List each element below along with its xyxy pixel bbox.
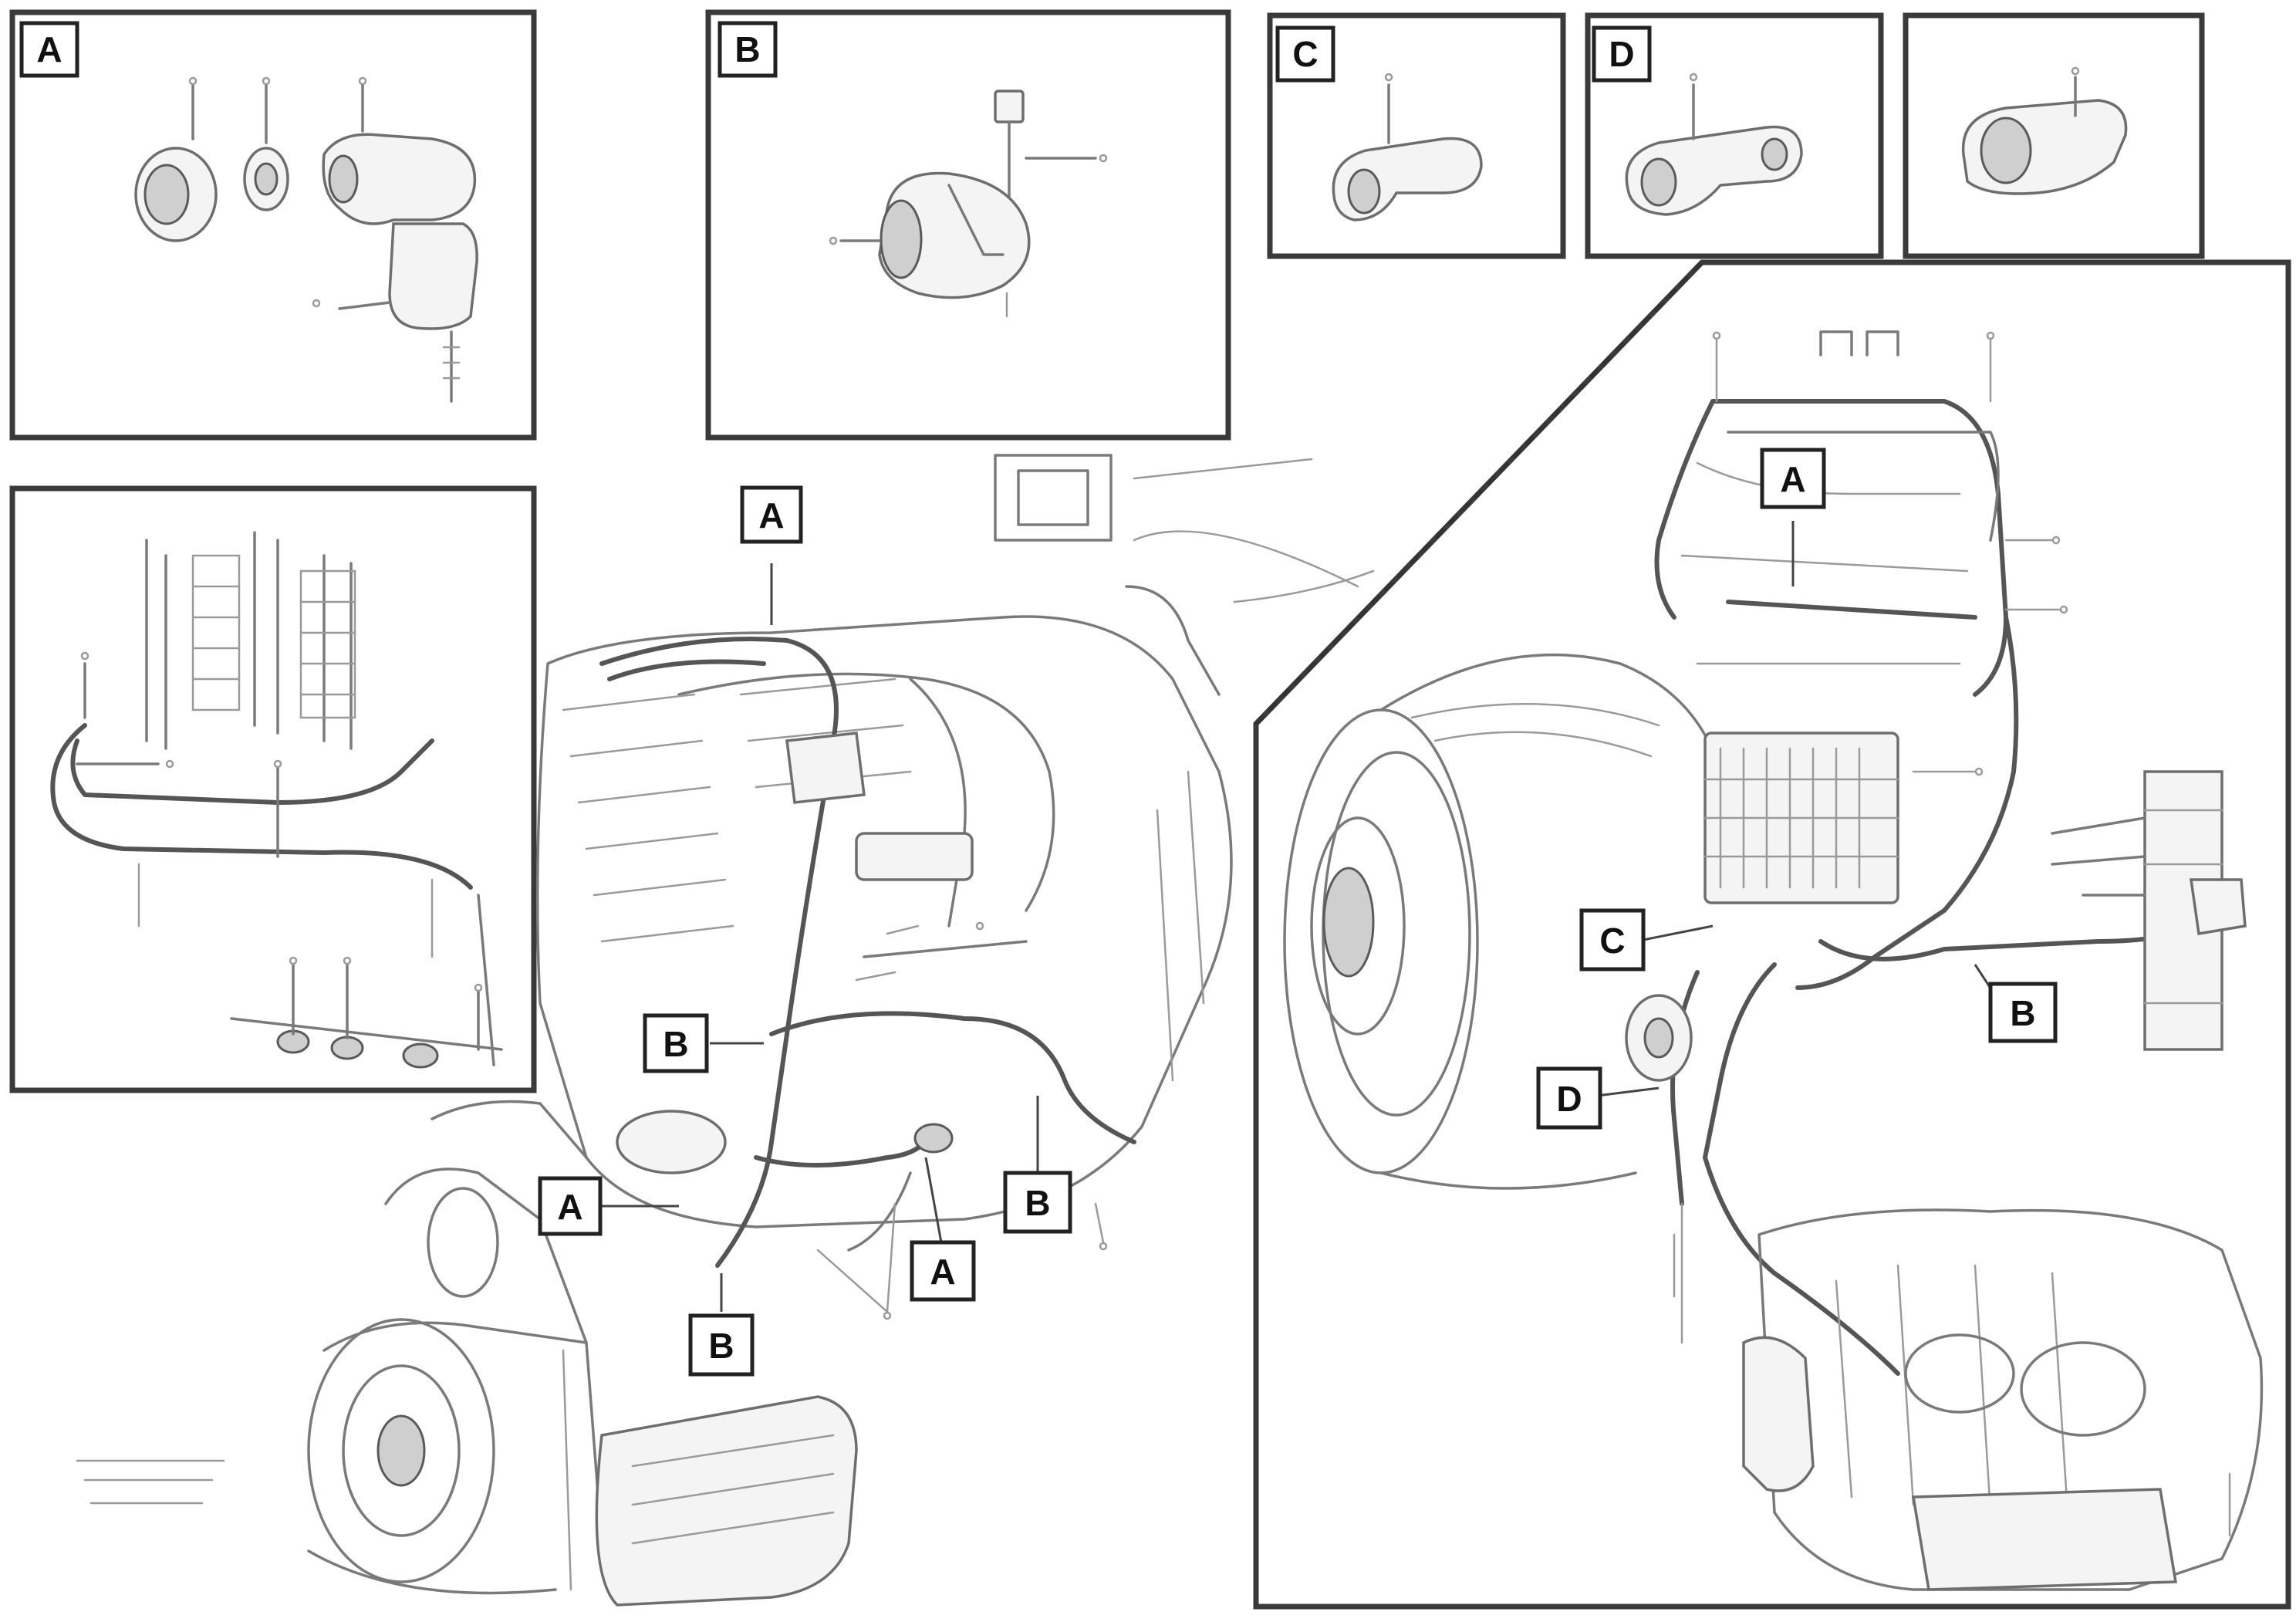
inset-e xyxy=(1903,12,2205,259)
callout-main-b3: B xyxy=(1003,1171,1072,1234)
inset-c: C xyxy=(1267,12,1566,259)
callout-right-d: D xyxy=(1536,1066,1602,1130)
svg-text:B: B xyxy=(708,1326,734,1366)
svg-text:C: C xyxy=(1599,921,1625,961)
svg-text:A: A xyxy=(557,1187,582,1227)
callout-right-c: C xyxy=(1579,908,1646,972)
callout-main-b2: B xyxy=(688,1313,755,1377)
inset-d: D xyxy=(1585,12,1884,259)
inset-a-label: A xyxy=(36,29,62,69)
svg-text:B: B xyxy=(1025,1183,1050,1223)
inset-b-label: B xyxy=(734,29,760,69)
inset-d-label: D xyxy=(1609,34,1634,74)
clip-c xyxy=(1332,73,1483,221)
inset-c-label: C xyxy=(1292,34,1318,74)
svg-text:A: A xyxy=(1780,459,1805,499)
callout-right-a: A xyxy=(1760,448,1826,509)
inset-a: A xyxy=(9,9,537,441)
callout-main-a2: A xyxy=(538,1176,603,1236)
svg-text:A: A xyxy=(758,495,784,536)
callout-right-b: B xyxy=(1988,982,2058,1043)
right-detail-panel xyxy=(1253,259,2291,1610)
clamp-and-bolt-b xyxy=(829,90,1108,318)
clip-e xyxy=(1961,66,2128,195)
callout-main-a3: A xyxy=(910,1240,976,1302)
harness-detail-drawing xyxy=(50,531,503,1069)
svg-text:D: D xyxy=(1556,1079,1582,1119)
right-detail-drawing xyxy=(1283,330,2264,1591)
svg-text:A: A xyxy=(930,1252,955,1292)
callout-main-b1: B xyxy=(643,1013,709,1073)
clip-d xyxy=(1625,73,1803,216)
drawing-reference xyxy=(76,1459,225,1505)
main-assembly-drawing xyxy=(307,454,1375,1607)
harness-detail-panel xyxy=(9,485,537,1093)
callout-main-a1: A xyxy=(740,485,803,544)
fitting-parts-a xyxy=(134,76,478,403)
svg-text:B: B xyxy=(663,1024,688,1064)
inset-b: B xyxy=(705,9,1231,441)
svg-text:B: B xyxy=(2010,993,2035,1033)
